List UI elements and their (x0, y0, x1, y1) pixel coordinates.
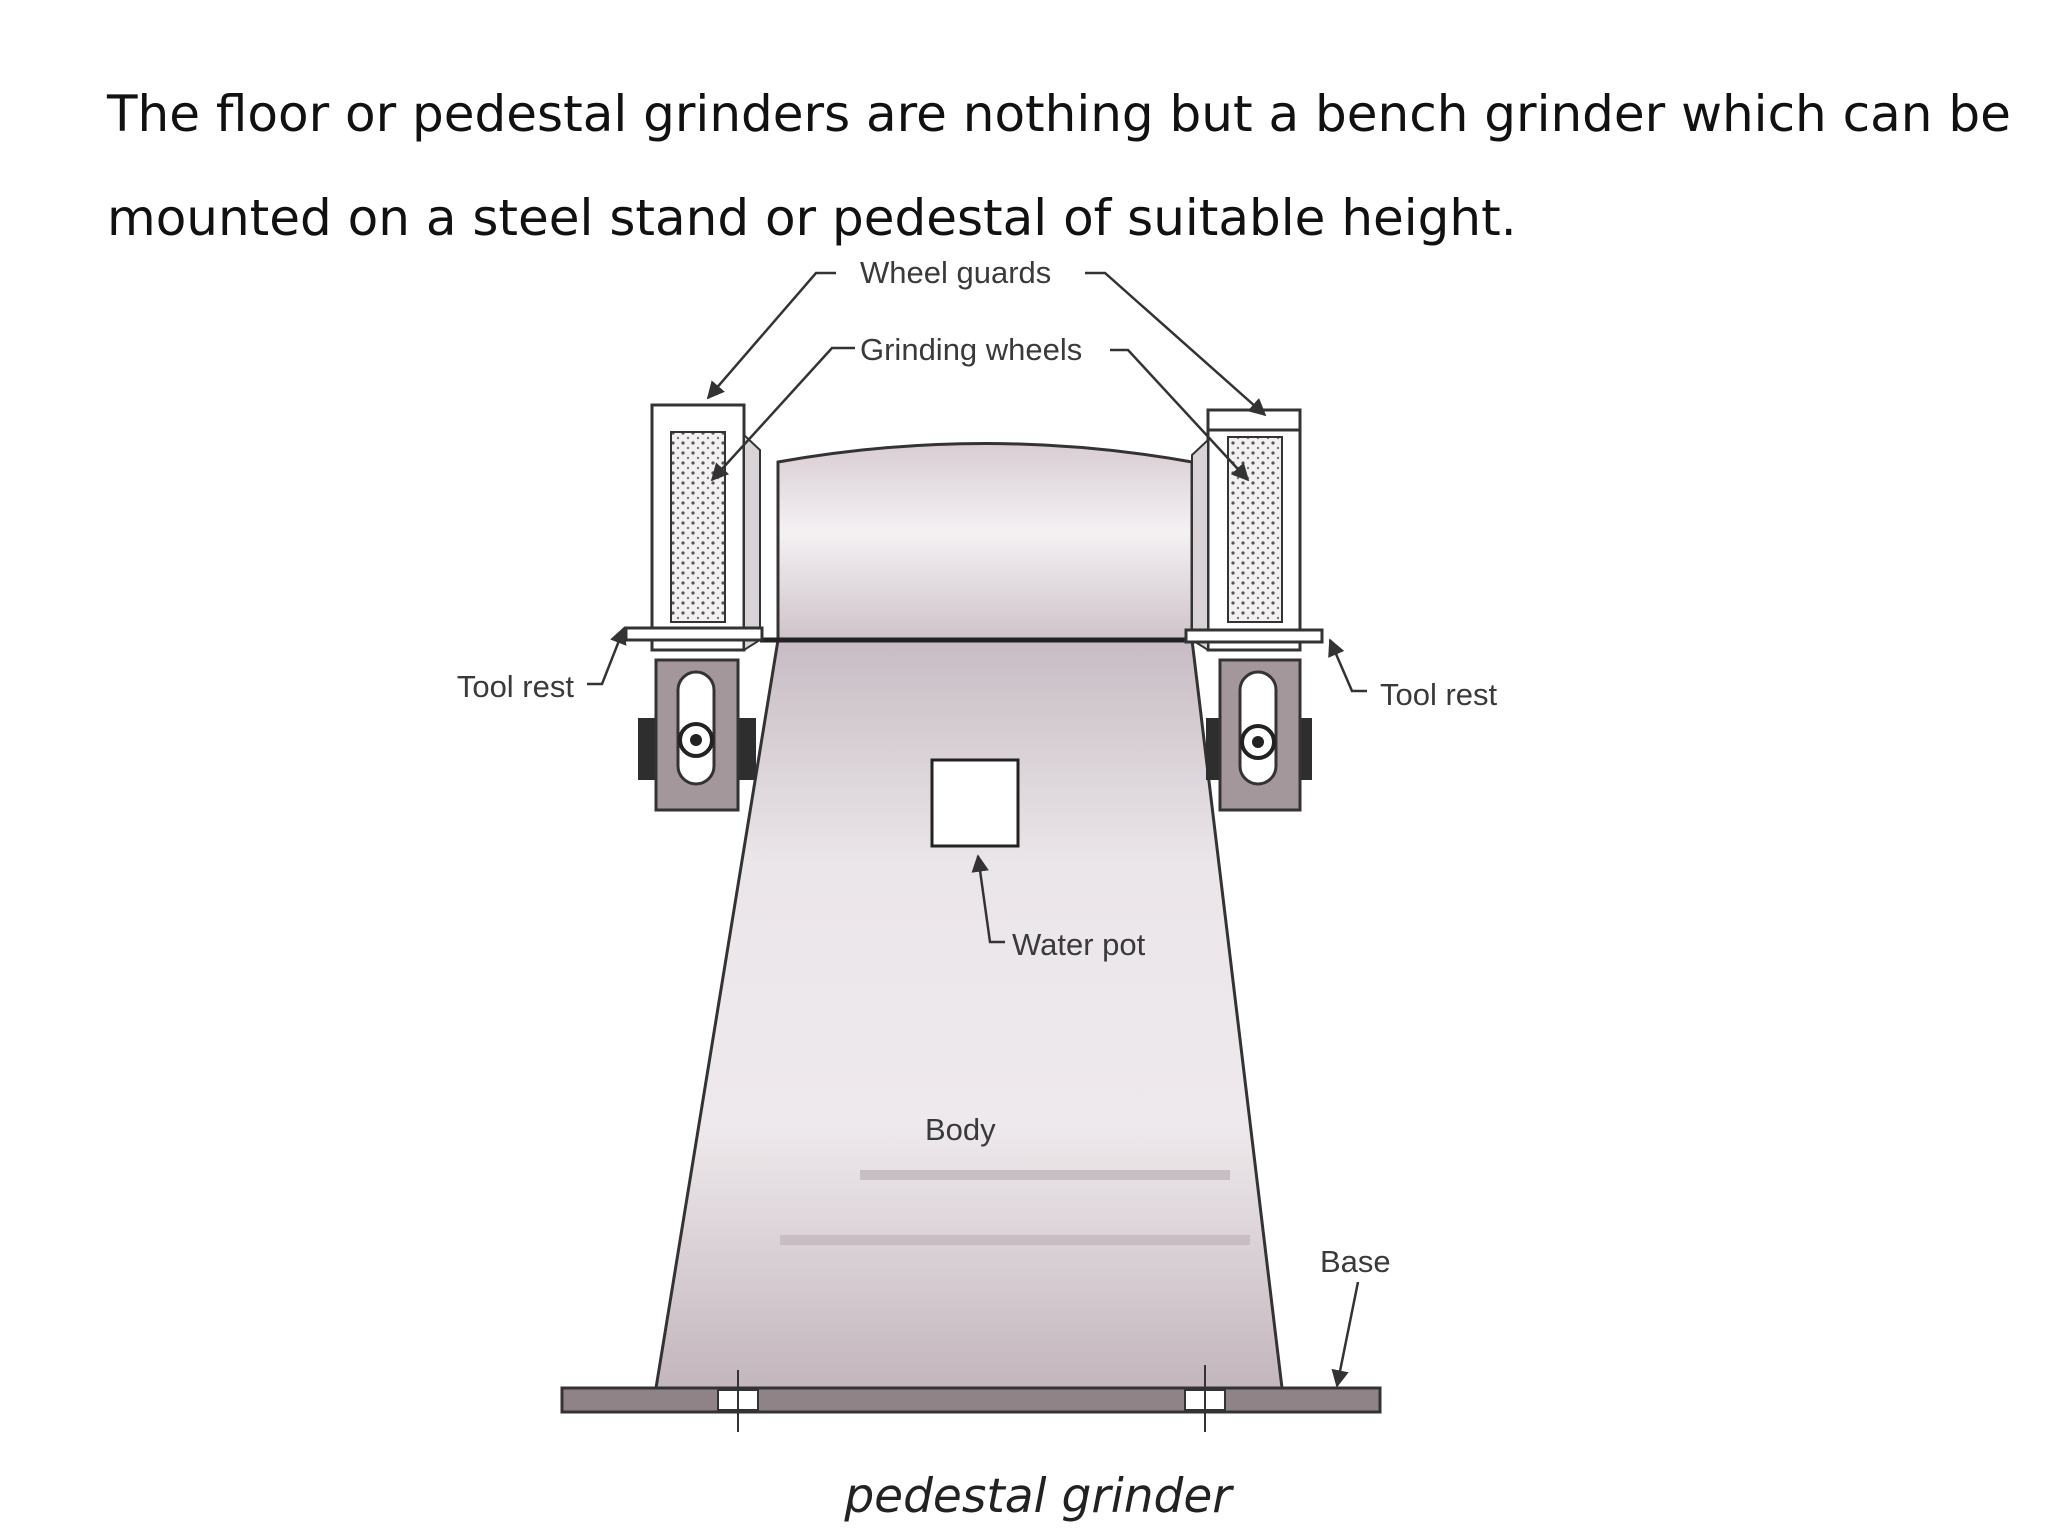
label-tool-rest-right: Tool rest (1380, 677, 1498, 712)
right-tool-rest (1184, 628, 1324, 644)
figure-caption: pedestal grinder (843, 1469, 1234, 1524)
left-wheel-assembly (624, 403, 764, 812)
left-grinding-wheel (670, 431, 726, 623)
description-line-1: The floor or pedestal grinders are nothi… (107, 85, 2011, 143)
water-pot (930, 758, 1020, 848)
motor-housing (760, 442, 1210, 643)
label-water-pot: Water pot (1012, 927, 1146, 962)
description-line-2: mounted on a steel stand or pedestal of … (107, 189, 1517, 247)
base-plate (560, 1365, 1382, 1432)
left-tool-rest (624, 626, 764, 642)
pedestal-body (654, 638, 1284, 1390)
label-base: Base (1320, 1244, 1391, 1279)
leader-lines (587, 271, 1367, 1388)
label-wheel-guards: Wheel guards (860, 255, 1051, 290)
right-grinding-wheel (1227, 436, 1283, 623)
label-body: Body (925, 1112, 996, 1147)
label-tool-rest-left: Tool rest (457, 669, 575, 704)
description-paragraph: The floor or pedestal grinders are nothi… (107, 62, 2011, 270)
right-wheel-assembly (1184, 408, 1324, 812)
label-grinding-wheels: Grinding wheels (860, 332, 1082, 367)
